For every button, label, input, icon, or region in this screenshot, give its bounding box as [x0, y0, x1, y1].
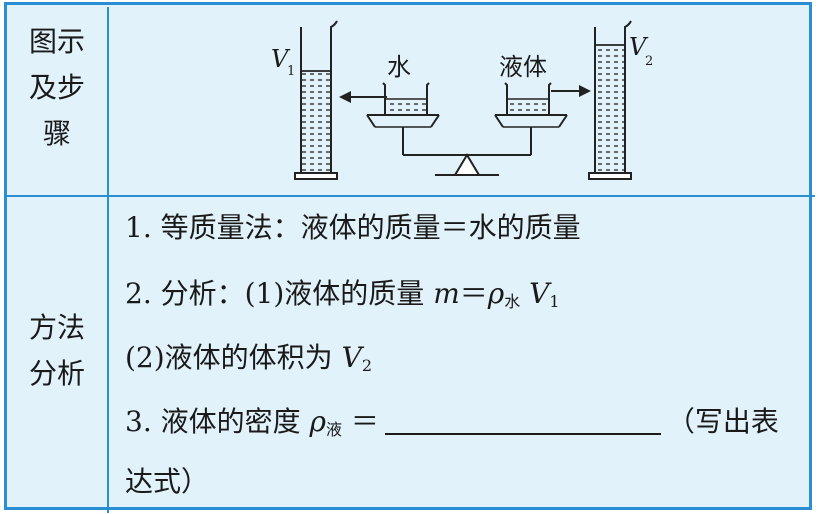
equals-sign: ＝: [459, 277, 488, 310]
v2-subscript: 2: [645, 54, 653, 69]
v2-label: V: [629, 33, 649, 61]
answer-blank[interactable]: [384, 407, 661, 435]
step-2: 2. 分析：(1)液体的质量 m＝ρ水 V1: [125, 275, 560, 321]
step-3-prefix: 3. 液体的密度: [125, 405, 310, 438]
label-line: 方法: [28, 311, 85, 344]
equals-sign: ＝: [342, 405, 379, 438]
method-analysis-label: 方法 分析: [7, 305, 107, 397]
arrow-left: [339, 91, 387, 103]
column-divider: [107, 7, 109, 513]
volume-subscript: 1: [549, 292, 560, 311]
label-line: 图示: [28, 25, 85, 58]
label-line: 骤: [42, 117, 71, 150]
density-subscript: 水: [504, 292, 521, 311]
liquid-beaker: [504, 82, 552, 116]
v1-subscript: 1: [287, 64, 295, 79]
experiment-figure: V 1 V 2 水 液体: [109, 5, 812, 195]
density-symbol: ρ: [487, 277, 505, 310]
volume-symbol: V: [529, 277, 550, 310]
water-label: 水: [387, 53, 411, 81]
cylinder-v1: [294, 20, 338, 180]
label-line: 分析: [28, 357, 85, 390]
figure-steps-label: 图示 及步 骤: [7, 19, 107, 157]
row-divider: [7, 195, 815, 197]
experiment-diagram: V 1 V 2 水 液体: [271, 20, 653, 180]
step-2b-prefix: (2)液体的体积为: [125, 341, 342, 374]
density-subscript: 液: [326, 420, 343, 439]
cylinder-v2: [588, 20, 632, 180]
method-table: 图示 及步 骤 方法 分析 V 1: [4, 2, 815, 513]
balance-scale: [366, 114, 568, 176]
step-1: 1. 等质量法：液体的质量＝水的质量: [125, 211, 581, 244]
volume-subscript: 2: [361, 356, 372, 375]
step-2-prefix: 2. 分析：(1)液体的质量: [125, 277, 434, 310]
arrow-right: [551, 85, 591, 97]
step-3-continued: 达式）: [125, 465, 210, 498]
v1-label: V: [271, 45, 291, 73]
water-beaker: [382, 82, 430, 116]
mass-symbol: m: [433, 277, 460, 310]
step-3: 3. 液体的密度 ρ液 ＝ （写出表: [125, 403, 779, 449]
step-2b: (2)液体的体积为 V2: [125, 339, 372, 385]
step-3-suffix: （写出表: [666, 405, 779, 438]
density-symbol: ρ: [309, 405, 326, 438]
liquid-label: 液体: [499, 53, 547, 81]
label-line: 及步: [28, 71, 85, 104]
volume-symbol: V: [341, 341, 362, 374]
